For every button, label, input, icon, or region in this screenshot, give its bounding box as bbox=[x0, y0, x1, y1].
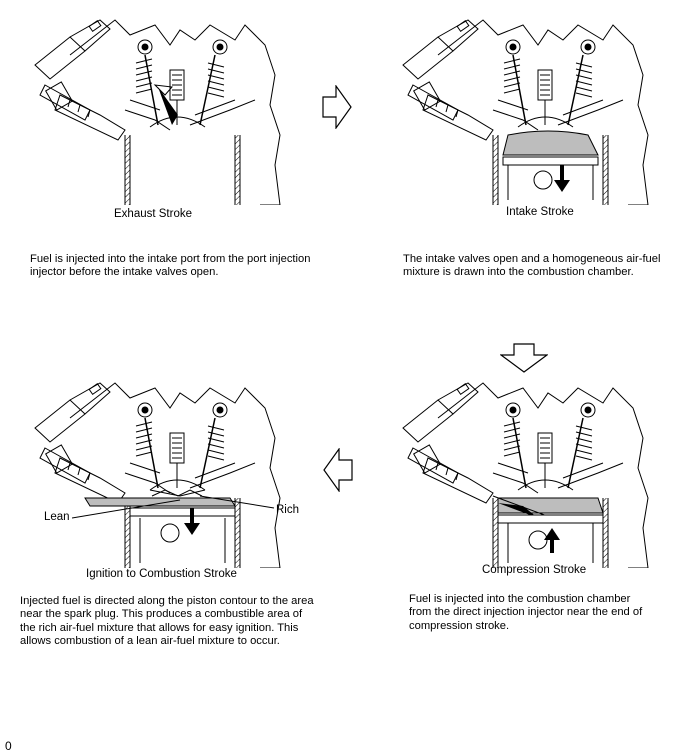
caption-ignition-combustion-stroke: Ignition to Combustion Stroke bbox=[86, 568, 237, 580]
description-intake-stroke: The intake valves open and a homogeneous… bbox=[403, 253, 661, 279]
rich-leader-line bbox=[200, 495, 275, 509]
ignition-combustion-stroke-diagram bbox=[30, 378, 285, 568]
page-footer-number: 0 bbox=[5, 739, 12, 753]
lean-leader-line bbox=[72, 499, 181, 519]
caption-exhaust-stroke: Exhaust Stroke bbox=[114, 208, 192, 220]
caption-compression-stroke: Compression Stroke bbox=[482, 564, 587, 576]
arrow-right-icon bbox=[322, 84, 352, 134]
arrow-left-icon bbox=[323, 447, 353, 497]
callout-rich: Rich bbox=[276, 504, 300, 516]
arrow-down-icon bbox=[499, 343, 549, 378]
compression-stroke-diagram bbox=[398, 378, 653, 568]
description-exhaust-stroke: Fuel is injected into the intake port fr… bbox=[30, 253, 311, 279]
intake-stroke-diagram bbox=[398, 15, 653, 205]
callout-lean: Lean bbox=[44, 511, 70, 523]
description-compression-stroke: Fuel is injected into the combustion cha… bbox=[409, 593, 643, 632]
exhaust-stroke-diagram bbox=[30, 15, 285, 205]
caption-intake-stroke: Intake Stroke bbox=[506, 206, 574, 218]
description-ignition-combustion-stroke: Injected fuel is directed along the pist… bbox=[20, 595, 314, 648]
